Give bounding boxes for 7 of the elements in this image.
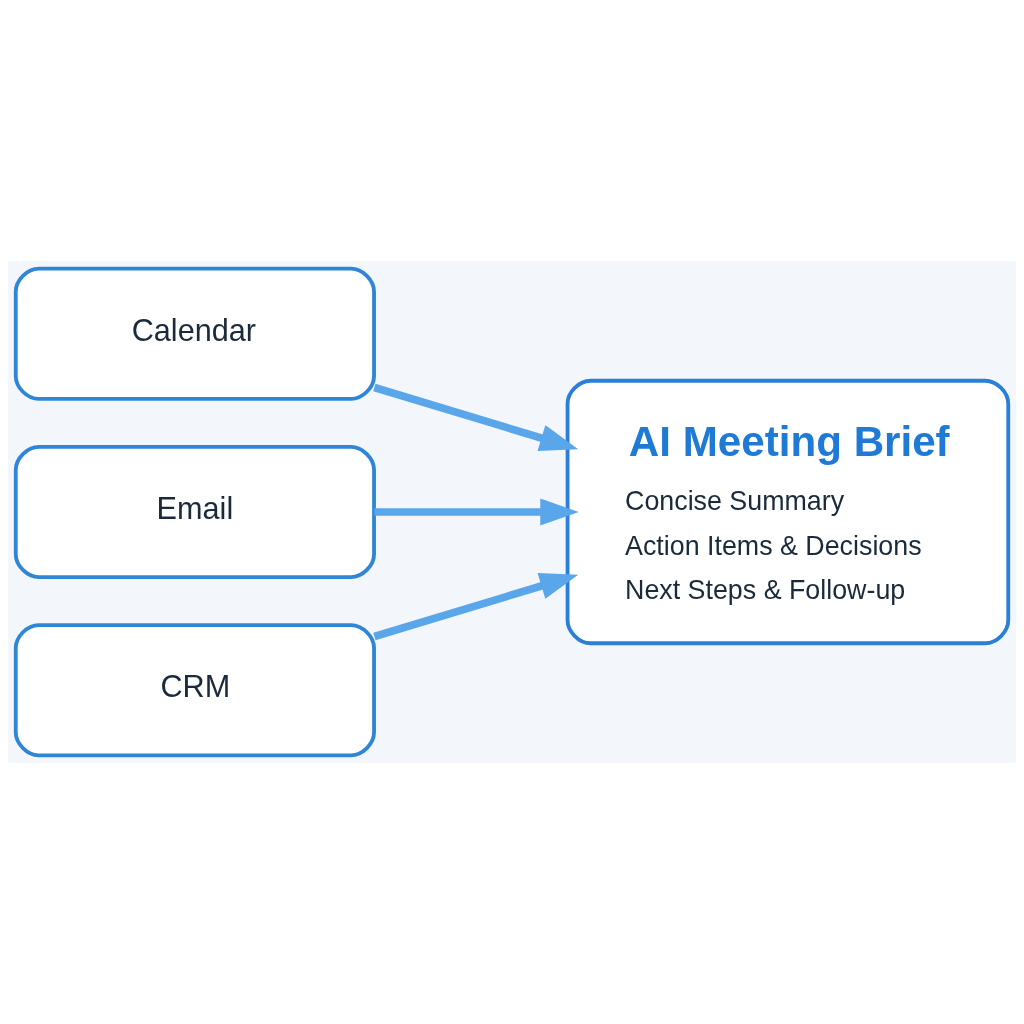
node-box: AI Meeting Brief Concise Summary Action Items & Decisions Next Steps & Follow-up <box>565 378 1011 646</box>
arrow <box>374 498 579 526</box>
node-box: Calendar <box>13 266 376 401</box>
arrow <box>373 383 579 451</box>
node-box: Email <box>13 444 376 580</box>
node-box: CRM <box>13 623 376 758</box>
arrow <box>373 573 579 641</box>
